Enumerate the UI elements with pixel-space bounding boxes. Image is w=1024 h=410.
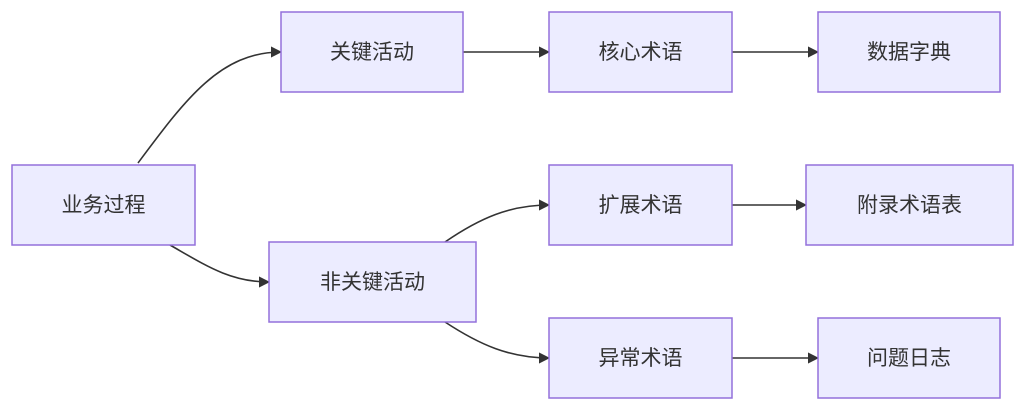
- node-label: 业务过程: [62, 193, 146, 217]
- node-issue-log[interactable]: 问题日志: [817, 317, 1001, 399]
- node-appendix-glossary[interactable]: 附录术语表: [805, 164, 1014, 246]
- node-core-terms[interactable]: 核心术语: [548, 11, 733, 93]
- node-extended-terms[interactable]: 扩展术语: [548, 164, 733, 246]
- node-exception-terms[interactable]: 异常术语: [548, 317, 733, 399]
- node-label: 非关键活动: [320, 270, 425, 294]
- edge-business-process-to-non-key-activity: [169, 244, 271, 288]
- edge-non-key-activity-to-exception-terms: [444, 321, 551, 364]
- node-label: 问题日志: [867, 346, 951, 370]
- node-label: 扩展术语: [599, 193, 683, 217]
- node-key-activity[interactable]: 关键活动: [280, 11, 464, 93]
- node-non-key-activity[interactable]: 非关键活动: [268, 241, 477, 323]
- node-business-process[interactable]: 业务过程: [11, 164, 196, 246]
- node-label: 异常术语: [599, 346, 683, 370]
- node-label: 数据字典: [867, 40, 951, 64]
- edge-non-key-activity-to-extended-terms: [444, 199, 551, 243]
- node-label: 附录术语表: [857, 193, 962, 217]
- edge-business-process-to-key-activity: [137, 46, 283, 164]
- node-label: 关键活动: [330, 40, 414, 64]
- node-data-dictionary[interactable]: 数据字典: [817, 11, 1001, 93]
- node-label: 核心术语: [599, 40, 683, 64]
